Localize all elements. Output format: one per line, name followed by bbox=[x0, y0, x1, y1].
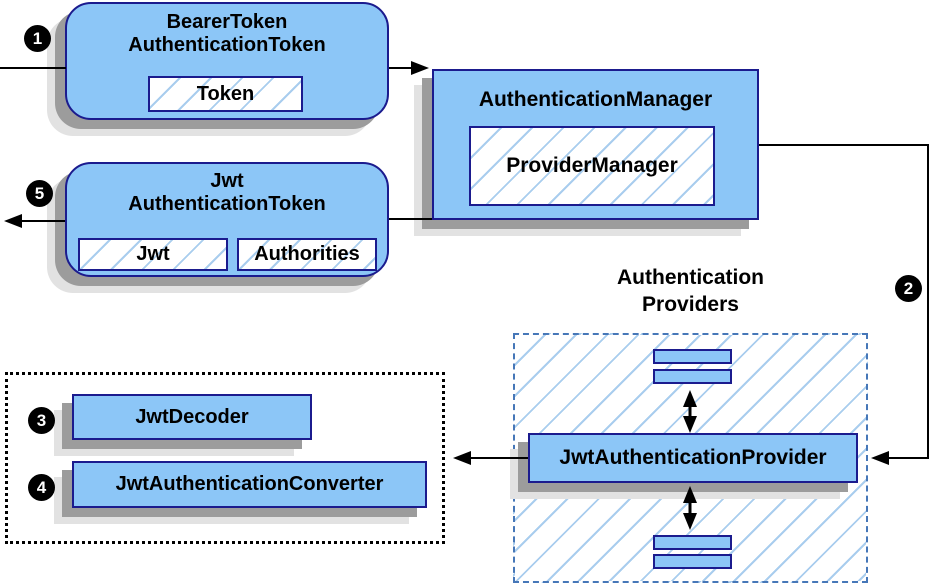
provider-manager-label: ProviderManager bbox=[506, 154, 678, 177]
provider-bar-bottom-1 bbox=[653, 535, 732, 550]
jwt-box: Jwt bbox=[78, 238, 228, 271]
arrowhead-token-out bbox=[4, 214, 22, 228]
step-1-badge: 1 bbox=[24, 25, 51, 52]
jwt-authentication-provider-box: JwtAuthenticationProvider bbox=[528, 433, 858, 483]
authentication-providers-label-line1: Authentication bbox=[617, 266, 764, 289]
authorities-label: Authorities bbox=[254, 243, 360, 265]
provider-bar-top-1 bbox=[653, 349, 732, 364]
step-4-badge: 4 bbox=[28, 474, 55, 501]
bearer-token-title-line1: BearerToken bbox=[166, 11, 288, 33]
provider-manager-box: ProviderManager bbox=[469, 126, 715, 206]
step-2-badge: 2 bbox=[895, 275, 922, 302]
step-5-badge: 5 bbox=[26, 180, 53, 207]
arrowhead-into-provider bbox=[871, 451, 889, 465]
authentication-providers-label: Authentication Providers bbox=[513, 264, 868, 318]
token-box: Token bbox=[148, 76, 303, 112]
bearer-token-title-line2: AuthenticationToken bbox=[128, 34, 326, 56]
jwt-decoder-label: JwtDecoder bbox=[135, 406, 249, 428]
jwt-token-title-line2: AuthenticationToken bbox=[128, 193, 326, 215]
authentication-providers-label-line2: Providers bbox=[642, 293, 739, 316]
jwt-support-group bbox=[5, 372, 445, 544]
arrowhead-into-manager bbox=[411, 61, 429, 75]
jwt-label: Jwt bbox=[136, 243, 170, 265]
arrowhead-into-support bbox=[453, 451, 471, 465]
jwt-token-title-line1: Jwt bbox=[210, 170, 244, 192]
provider-bar-top-2 bbox=[653, 369, 732, 384]
jwt-authentication-provider-label: JwtAuthenticationProvider bbox=[559, 446, 827, 469]
step-3-badge: 3 bbox=[28, 407, 55, 434]
jwt-authentication-converter-label: JwtAuthenticationConverter bbox=[115, 473, 384, 495]
token-label: Token bbox=[196, 83, 255, 105]
authorities-box: Authorities bbox=[237, 238, 377, 271]
jwt-authentication-converter-box: JwtAuthenticationConverter bbox=[72, 461, 427, 508]
authentication-manager-label: AuthenticationManager bbox=[478, 88, 713, 111]
jwt-decoder-box: JwtDecoder bbox=[72, 394, 312, 440]
provider-bar-bottom-2 bbox=[653, 554, 732, 569]
